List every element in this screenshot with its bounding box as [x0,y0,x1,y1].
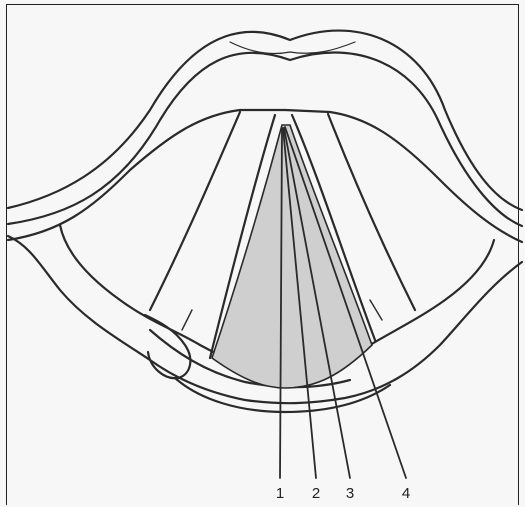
left-arytenoid [145,315,190,378]
left-arytenoid-tick [182,310,192,330]
label-4: 4 [402,485,410,502]
aryepiglottic-fold-left [8,110,285,240]
label-3: 3 [346,485,354,502]
right-arytenoid-tick [370,300,382,320]
epiglottis-outer-edge [8,31,522,210]
label-2: 2 [312,485,320,502]
label-1: 1 [276,485,284,502]
